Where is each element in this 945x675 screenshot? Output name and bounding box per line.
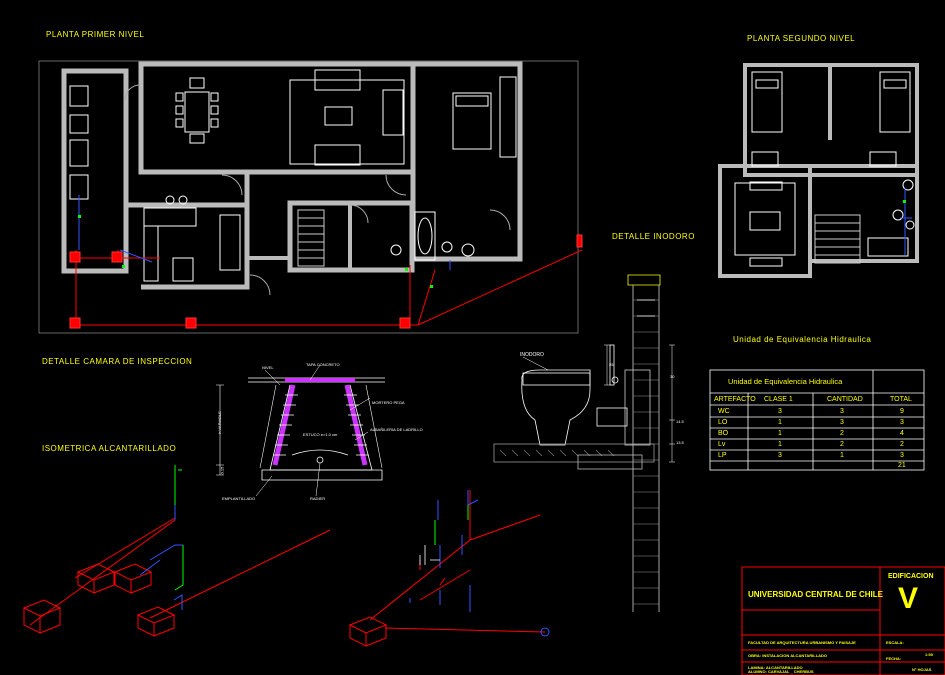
- ueh-row-label: LO: [718, 419, 728, 426]
- escala-value: 1:50: [925, 652, 934, 657]
- wc-inodoro-label: INODORO: [520, 352, 544, 358]
- university-name: UNIVERSIDAD CENTRAL DE CHILE: [748, 590, 883, 599]
- ueh-row-clase: 3: [778, 452, 782, 459]
- second-floor-plan: [718, 63, 919, 278]
- logo-title: EDIFICACION: [888, 573, 934, 580]
- wc-detail: [493, 274, 675, 612]
- second-floor-sewer: [900, 188, 912, 255]
- logo-letter: V: [898, 582, 919, 615]
- wc-dim-30: 30: [670, 374, 675, 379]
- ueh-row-total: 3: [900, 452, 904, 459]
- ueh-row-cantidad: 3: [840, 408, 844, 415]
- wc-dim-13: 13.5: [676, 440, 684, 445]
- ueh-heading: Unidad de Equivalencia Hidraulica: [733, 335, 872, 344]
- ueh-header-artefacto: ARTEFACTO: [714, 396, 756, 403]
- plan2-title: PLANTA SEGUNDO NIVEL: [747, 34, 856, 43]
- ueh-header-cantidad: CANTIDAD: [827, 396, 863, 403]
- ueh-grand-total: 21: [898, 462, 906, 469]
- chamber-variable: h VARIABLE: [216, 411, 222, 434]
- chamber-nivel: NIVEL: [262, 365, 274, 370]
- chamber-estuco: ESTUCO e=1.0 cm: [303, 432, 338, 437]
- ueh-row-cantidad: 3: [840, 419, 844, 426]
- ueh-header-clase: CLASE 1: [764, 396, 793, 403]
- title-block-lines: [741, 566, 945, 675]
- ueh-row-clase: 3: [778, 408, 782, 415]
- isometric-sewer: [22, 465, 550, 647]
- fecha-label: FECHA:: [886, 656, 902, 661]
- first-floor-plan: [38, 60, 579, 334]
- obra-text: OBRA: INSTALACION ALCANTARILLADO: [748, 653, 828, 658]
- chamber-mortero: MORTERO PEGA: [372, 400, 405, 405]
- ueh-header-total: TOTAL: [890, 396, 912, 403]
- sheet-number: N° HOJAS: [912, 667, 932, 672]
- ueh-row-total: 3: [900, 419, 904, 426]
- ueh-row-cantidad: 2: [840, 430, 844, 437]
- inspection-chamber: [216, 364, 385, 497]
- chamber-dim-015: 0.15: [219, 466, 225, 475]
- ueh-row-label: LP: [718, 452, 727, 459]
- alumno-text: ALUMNO: CARVAJAL _ CHERBUS: [748, 669, 814, 674]
- chamber-tapa: TAPA CONCRETO: [306, 362, 340, 367]
- wc-detail-title: DETALLE INODORO: [612, 232, 695, 241]
- ueh-row-clase: 1: [778, 430, 782, 437]
- ueh-row-clase: 1: [778, 441, 782, 448]
- chamber-radier: RADIER: [310, 496, 326, 501]
- ueh-row-label: BO: [718, 430, 729, 437]
- ueh-row-total: 9: [900, 408, 904, 415]
- lamina-text: LAMINA: ALCANTARILLADO: [748, 665, 803, 670]
- ueh-table-title: Unidad de Equivalencia Hidraulica: [728, 377, 843, 386]
- isometric-title: ISOMETRICA ALCANTARILLADO: [42, 444, 177, 453]
- ueh-row-label: WC: [718, 408, 730, 415]
- ueh-row-label: Lv: [718, 441, 726, 448]
- ueh-table-lines: [709, 369, 925, 471]
- ueh-row-clase: 1: [778, 419, 782, 426]
- wc-dim-14: 14.5: [676, 419, 684, 424]
- ueh-row-cantidad: 2: [840, 441, 844, 448]
- first-floor-sewer-lines: [69, 195, 583, 329]
- ueh-row-total: 2: [900, 441, 904, 448]
- ueh-row-cantidad: 1: [840, 452, 844, 459]
- ueh-row-total: 4: [900, 430, 904, 437]
- chamber-emplantillado: EMPLANTILLADO: [222, 496, 256, 501]
- wc-dim-25: 25: [609, 362, 614, 367]
- faculty-text: FACULTAD DE ARQUITECTURA URBANISMO Y PAI…: [748, 640, 856, 645]
- escala-label: ESCALA:: [886, 640, 904, 645]
- chamber-albanileria: ALBAÑILERIA DE LADRILLO: [370, 427, 423, 432]
- chamber-detail-title: DETALLE CAMARA DE INSPECCION: [42, 357, 193, 366]
- plan1-title: PLANTA PRIMER NIVEL: [46, 30, 145, 39]
